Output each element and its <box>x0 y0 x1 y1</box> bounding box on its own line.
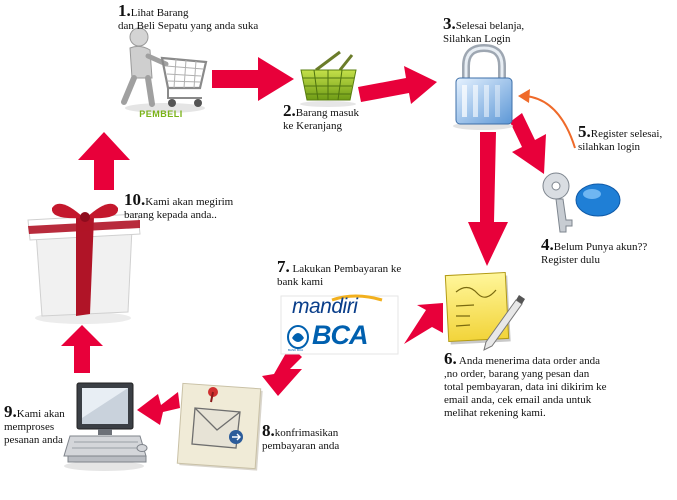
arrow-5-head <box>518 89 530 103</box>
step-2-text: Barang masuk ke Keranjang <box>283 107 359 132</box>
arrow-6-to-7 <box>404 303 443 344</box>
buyer-badge: PEMBELI <box>139 109 183 119</box>
step-4-label: 4.Belum Punya akun?? Register dulu <box>541 235 648 267</box>
step-3-text: Selesai belanja, Silahkan Login <box>443 20 525 45</box>
step-5-label: 5.Register selesai, silahkan login <box>578 122 663 154</box>
step-6-number: 6. <box>444 349 457 368</box>
arrow-3-to-6 <box>468 132 508 266</box>
order-note-icon <box>444 271 525 351</box>
step-2-label: 2.Barang masuk ke Keranjang <box>283 101 359 133</box>
bca-logo-text: BCA <box>312 320 368 350</box>
step-4-number: 4. <box>541 235 554 254</box>
step-4-text: Belum Punya akun?? Register dulu <box>541 241 648 266</box>
arrow-5-to-3 <box>525 95 576 149</box>
step-3-label: 3.Selesai belanja, Silahkan Login <box>443 14 525 46</box>
step-9-number: 9. <box>4 402 17 421</box>
step-3-number: 3. <box>443 14 456 33</box>
arrow-8-to-9 <box>137 392 180 425</box>
arrow-10-to-1 <box>78 132 130 190</box>
arrow-3-to-4 <box>510 113 546 174</box>
step-7-label: 7. Lakukan Pembayaran ke bank kami <box>277 257 402 289</box>
mandiri-logo-text: mandiri <box>292 295 358 318</box>
step-8-number: 8. <box>262 421 275 440</box>
step-9-text: Kami akan memproses pesanan anda <box>4 408 65 446</box>
gift-box-icon <box>27 203 141 324</box>
step-5-text: Register selesai, silahkan login <box>578 128 663 153</box>
step-6-text: Anda menerima data order anda ,no order,… <box>444 355 607 419</box>
step-1-number: 1. <box>118 1 131 20</box>
key-icon <box>542 172 621 233</box>
step-10-text: Kami akan megirim barang kepada anda.. <box>124 196 234 221</box>
bank-logo-card <box>280 294 399 355</box>
computer-icon <box>63 382 148 471</box>
bca-emblem-icon <box>287 325 309 349</box>
payment-confirmation-icon <box>176 382 263 471</box>
step-1-text: Lihat Barang dan Beli Sepatu yang anda s… <box>118 7 259 32</box>
shopping-basket-icon <box>300 50 357 107</box>
step-5-number: 5. <box>578 122 591 141</box>
bca-sub-text: BANK BCA <box>288 348 304 352</box>
padlock-icon <box>453 43 513 130</box>
step-2-number: 2. <box>283 101 296 120</box>
step-8-label: 8.konfrimasikan pembayaran anda <box>262 421 340 453</box>
step-7-text: Lakukan Pembayaran ke bank kami <box>277 263 402 288</box>
step-1-label: 1.Lihat Barang dan Beli Sepatu yang anda… <box>118 1 259 33</box>
arrow-1-to-2 <box>212 57 294 101</box>
shopper-cart-icon <box>121 27 208 113</box>
step-10-number: 10. <box>124 190 146 209</box>
step-6-label: 6. Anda menerima data order anda ,no ord… <box>444 349 607 420</box>
arrow-2-to-3 <box>358 66 437 104</box>
arrow-7-to-8 <box>262 346 302 396</box>
step-8-text: konfrimasikan pembayaran anda <box>262 427 340 452</box>
step-9-label: 9.Kami akan memproses pesanan anda <box>4 402 65 447</box>
arrow-9-to-10 <box>61 325 103 373</box>
step-7-number: 7. <box>277 257 290 276</box>
step-10-label: 10.Kami akan megirim barang kepada anda.… <box>124 190 234 222</box>
